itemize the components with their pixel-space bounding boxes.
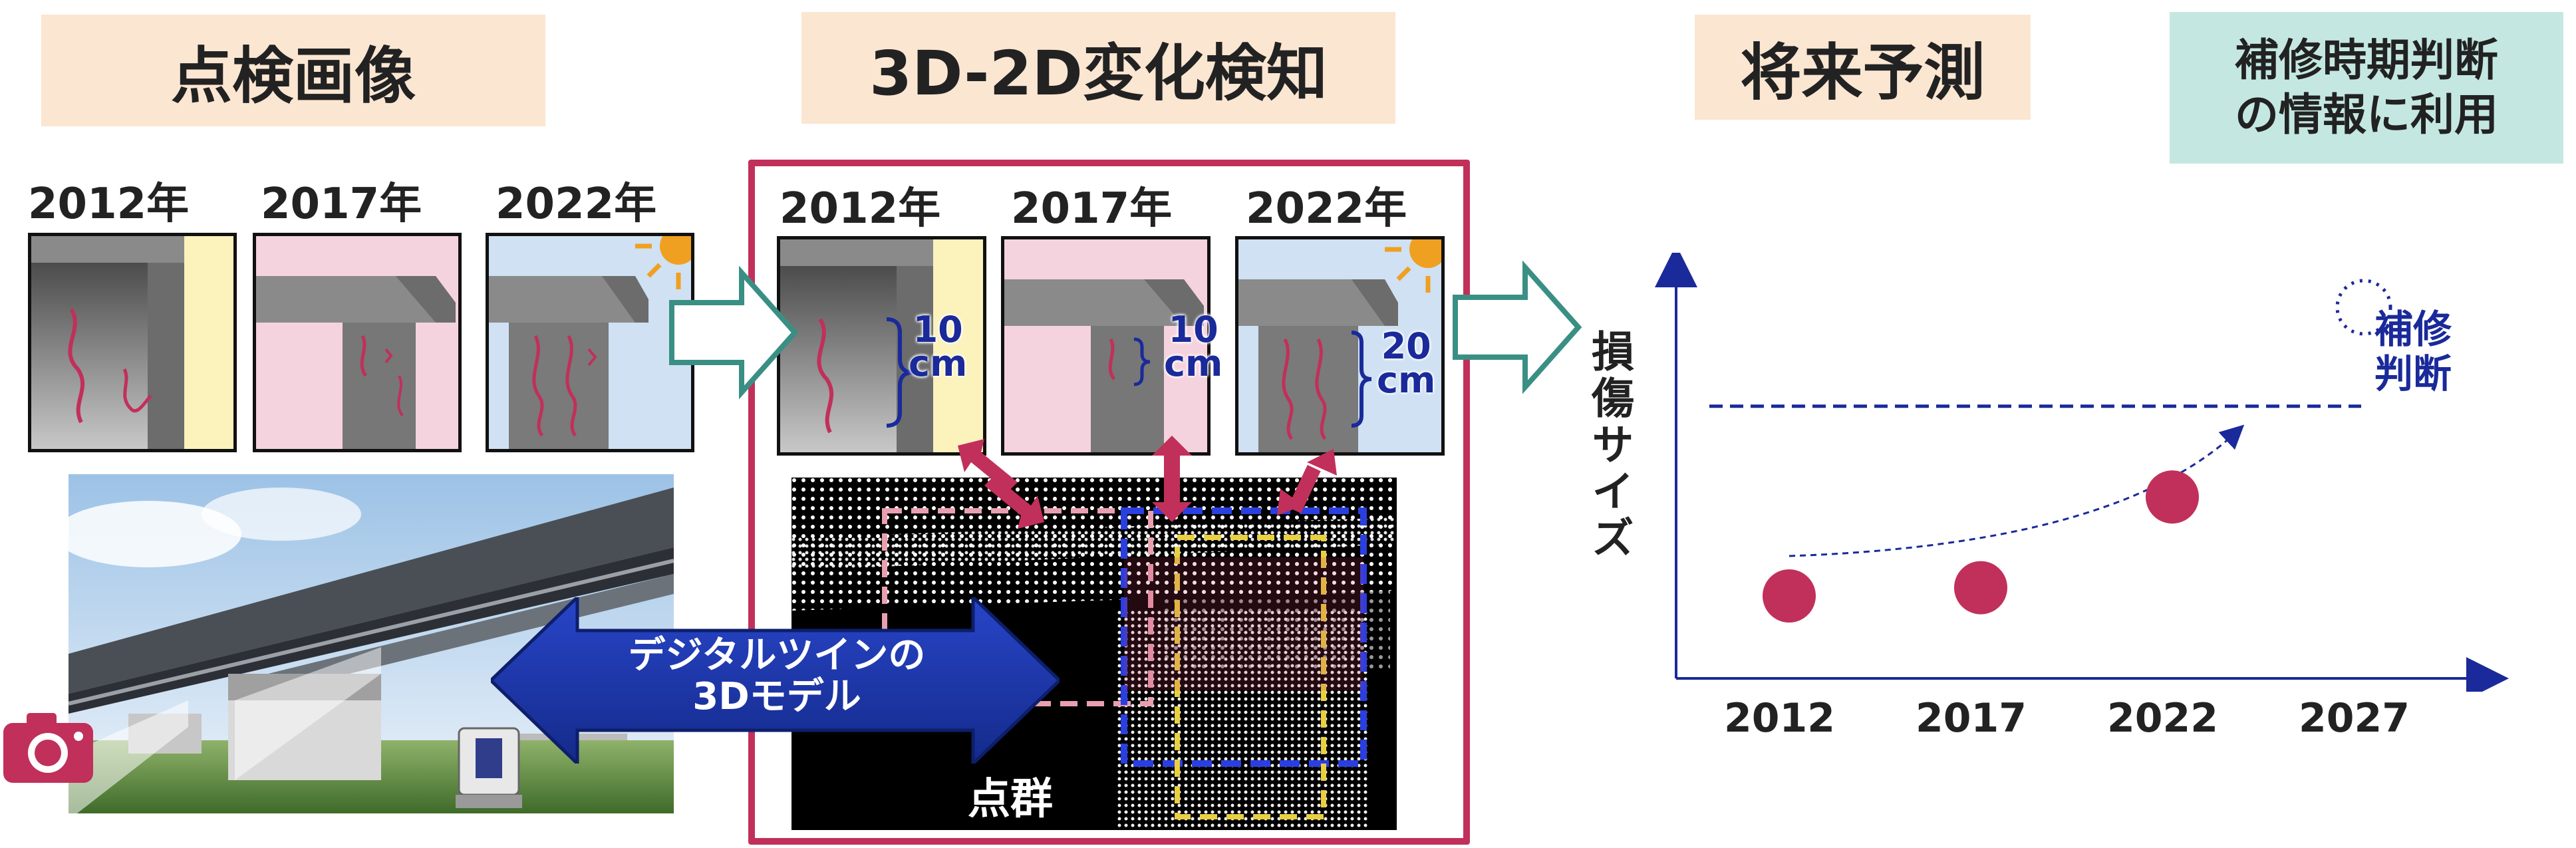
sun-icon: [1385, 239, 1441, 293]
digital-twin-arrow: [491, 597, 1060, 764]
digital-twin-line2: 3Dモデル: [692, 674, 861, 718]
detection-panel-2022: [1235, 236, 1445, 456]
x-tick-2027: 2027: [2299, 695, 2410, 742]
detection-year-2012: 2012年: [780, 184, 941, 233]
repair-judgment-line2: 判断: [2374, 351, 2452, 396]
inspection-year-2012: 2012年: [28, 180, 190, 229]
trend-line: [1789, 424, 2245, 557]
y-axis-label: 損傷サイズ: [1584, 329, 1634, 562]
point-cloud-label: 点群: [968, 775, 1053, 824]
data-point-2022: [2146, 470, 2199, 524]
measurement-unit: cm: [1377, 359, 1436, 402]
digital-twin-line1: デジタルツインの: [628, 634, 926, 677]
data-point-2012: [1763, 569, 1816, 623]
bridge-photo: [69, 474, 674, 813]
sun-icon: [635, 236, 691, 289]
inspection-panel-2012: [28, 233, 237, 452]
measurement-2012: 10 cm: [909, 309, 968, 385]
flow-arrow: [669, 266, 799, 399]
repair-info-line2: の情報に利用: [2235, 89, 2498, 140]
bridge-pier-image: [1238, 279, 1398, 452]
camera-icon: [3, 713, 93, 783]
detection-panel-2012: [777, 236, 986, 456]
repair-info-line1: 補修時期判断: [2235, 34, 2498, 86]
measurement-value: 20: [1381, 325, 1431, 367]
inspection-year-2022: 2022年: [496, 180, 657, 229]
forecast-chart: [1655, 253, 2509, 692]
inspection-panel-2017: [253, 233, 462, 452]
bridge-pier-image: [1004, 279, 1204, 452]
detection-year-2022: 2022年: [1246, 184, 1407, 233]
measurement-unit: cm: [909, 343, 968, 385]
measurement-value: 10: [913, 309, 963, 351]
forecast-point-2027: [2335, 279, 2392, 336]
laser-scanner-icon: [456, 727, 522, 808]
bridge-pier-image: [780, 239, 933, 452]
bridge-pier-image: [31, 236, 184, 449]
inspection-year-2017: 2017年: [261, 180, 422, 229]
digital-twin-label: デジタルツインの 3Dモデル: [577, 635, 976, 717]
flow-arrow: [1453, 261, 1582, 394]
header-inspection-images: 点検画像: [41, 15, 545, 126]
change-detection-frame: [748, 160, 1470, 845]
bridge-pier-image: [256, 276, 456, 449]
detection-panel-2017: [1001, 236, 1211, 456]
repair-judgment-line1: 補修: [2374, 307, 2452, 352]
detection-year-2017: 2017年: [1011, 184, 1173, 233]
data-point-2017: [1954, 561, 2007, 615]
repair-judgment-label: 補修 判断: [2374, 307, 2452, 396]
measurement-unit: cm: [1164, 343, 1223, 385]
x-tick-2022: 2022: [2107, 695, 2218, 742]
inspection-panel-2022: [486, 233, 694, 452]
measurement-2022: 20 cm: [1377, 325, 1436, 402]
x-tick-2017: 2017: [1916, 695, 2027, 742]
bridge-pier-image: [489, 276, 648, 449]
measurement-value: 10: [1168, 309, 1218, 351]
header-repair-info: 補修時期判断 の情報に利用: [2170, 12, 2563, 164]
header-forecast: 将来予測: [1695, 15, 2031, 120]
x-tick-2012: 2012: [1724, 695, 1835, 742]
measurement-2017: 10 cm: [1164, 309, 1223, 385]
header-change-detection: 3D-2D変化検知: [801, 12, 1395, 124]
comparison-arrows: [958, 436, 1337, 529]
